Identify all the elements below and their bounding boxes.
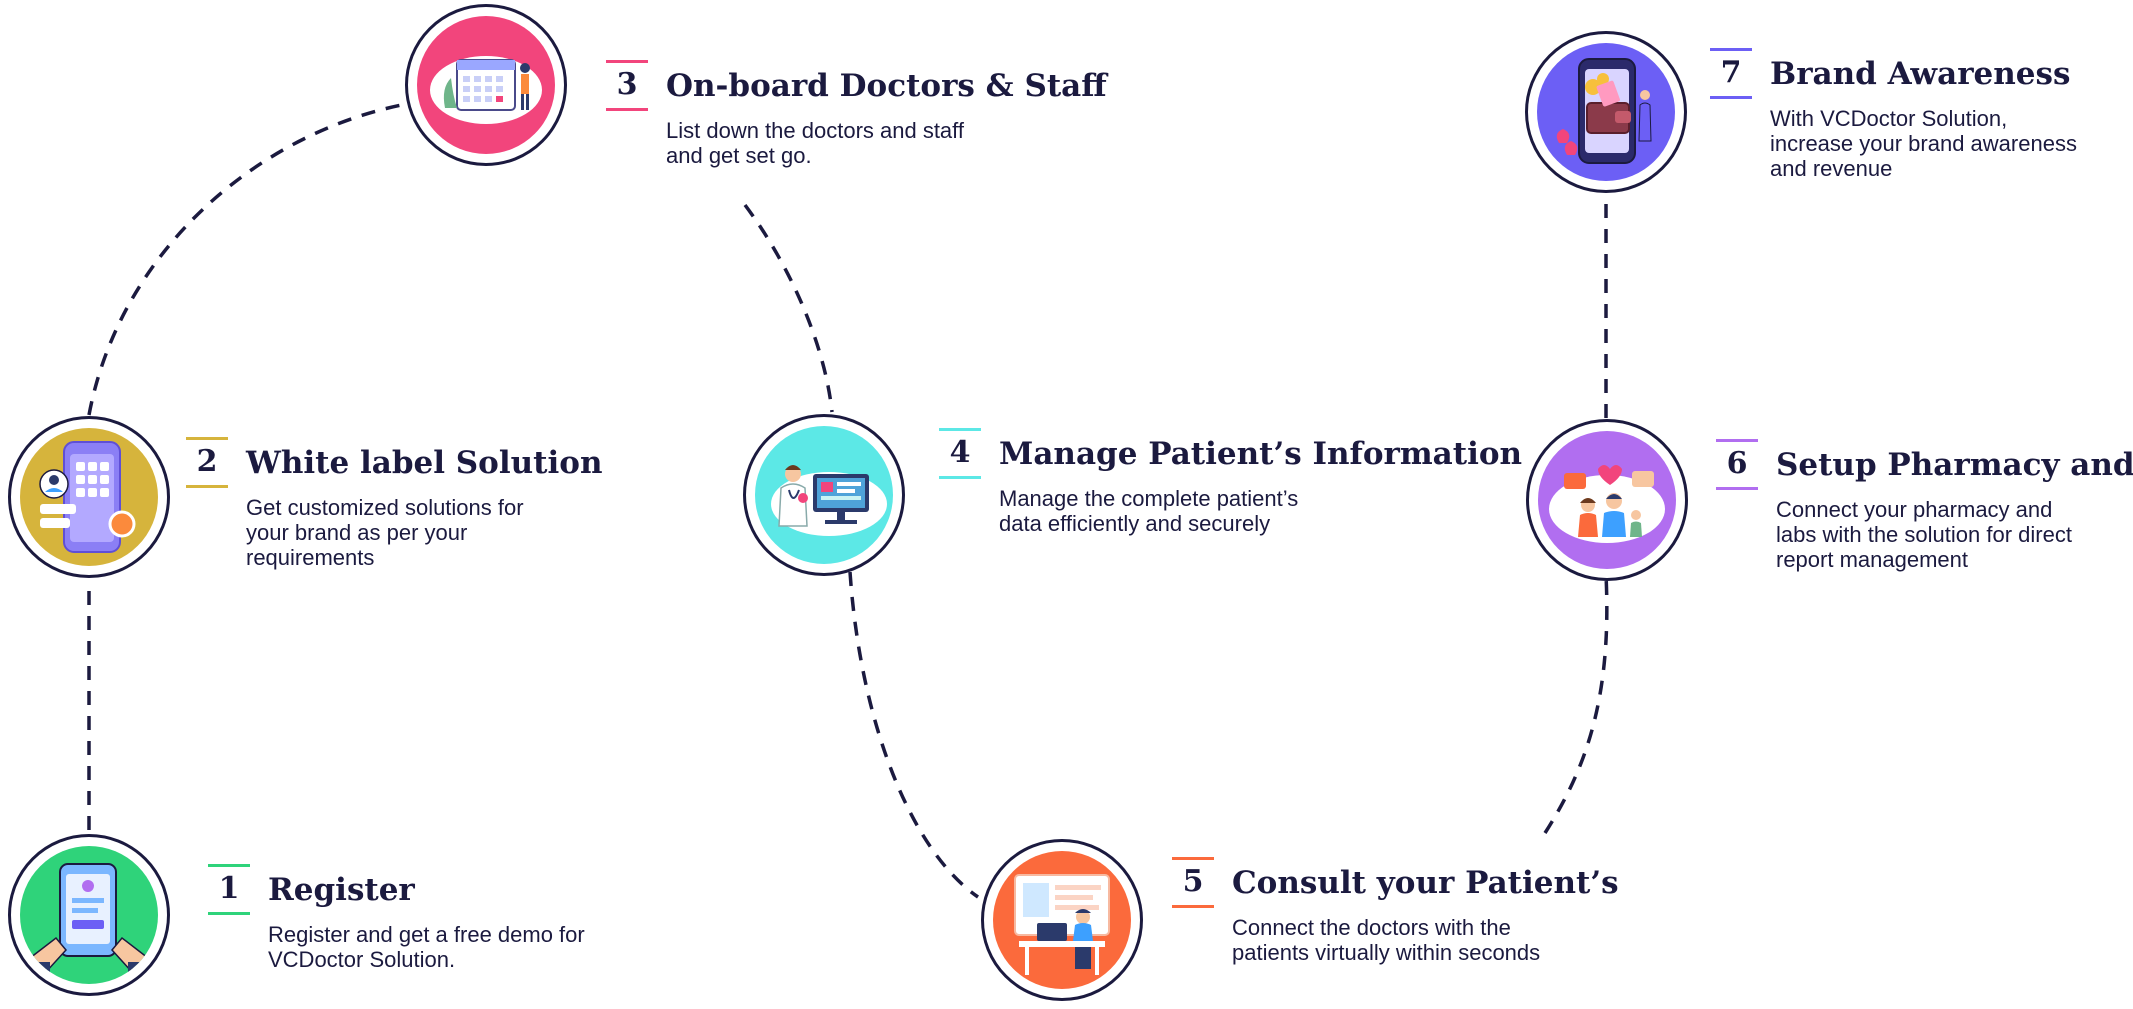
step-white-label-circle <box>8 416 170 578</box>
step-number: 6 <box>1726 446 1748 481</box>
mobile-app-icon <box>39 441 136 553</box>
phone-hands-icon <box>20 863 158 984</box>
doctor-monitor-icon <box>771 465 887 536</box>
wallet-phone-icon <box>1556 58 1652 164</box>
step-onboard-circle <box>405 4 567 166</box>
step-title: On-board Doctors & Staff <box>666 68 1107 104</box>
consultation-desk-icon <box>1014 874 1110 975</box>
step-number: 4 <box>949 435 971 470</box>
step-title: Consult your Patient’s <box>1232 865 1619 901</box>
step-title: Manage Patient’s Information <box>999 436 1523 472</box>
step-description: Manage the complete patient’s data effic… <box>999 486 1299 536</box>
connector-2-3 <box>87 101 413 416</box>
step-manage-circle <box>743 414 905 576</box>
step-description: List down the doctors and staff and get … <box>666 118 964 168</box>
step-description: Connect the doctors with the patients vi… <box>1232 915 1541 965</box>
connector-3-4 <box>743 203 834 413</box>
step-number: 7 <box>1720 55 1742 90</box>
connector-4-5 <box>848 571 979 899</box>
step-pharmacy-circle <box>1526 419 1688 581</box>
step-number: 5 <box>1182 864 1204 899</box>
family-care-icon <box>1549 465 1665 543</box>
step-title: Register <box>268 872 415 908</box>
connector-5-6 <box>1543 574 1609 834</box>
step-description: Register and get a free demo for VCDocto… <box>268 922 585 972</box>
step-title: White label Solution <box>246 445 603 481</box>
step-title: Brand Awareness <box>1770 56 2071 92</box>
step-number: 1 <box>218 871 240 906</box>
step-description: Connect your pharmacy and labs with the … <box>1776 497 2072 572</box>
step-description: Get customized solutions for your brand … <box>246 495 524 570</box>
step-number: 2 <box>196 444 218 479</box>
step-register-circle <box>8 834 170 996</box>
calendar-icon <box>430 56 542 124</box>
step-title: Setup Pharmacy and Lab <box>1776 447 2133 483</box>
step-consult-circle <box>981 839 1143 1001</box>
step-number: 3 <box>616 67 638 102</box>
step-brand-circle <box>1525 31 1687 193</box>
step-description: With VCDoctor Solution, increase your br… <box>1770 106 2077 181</box>
